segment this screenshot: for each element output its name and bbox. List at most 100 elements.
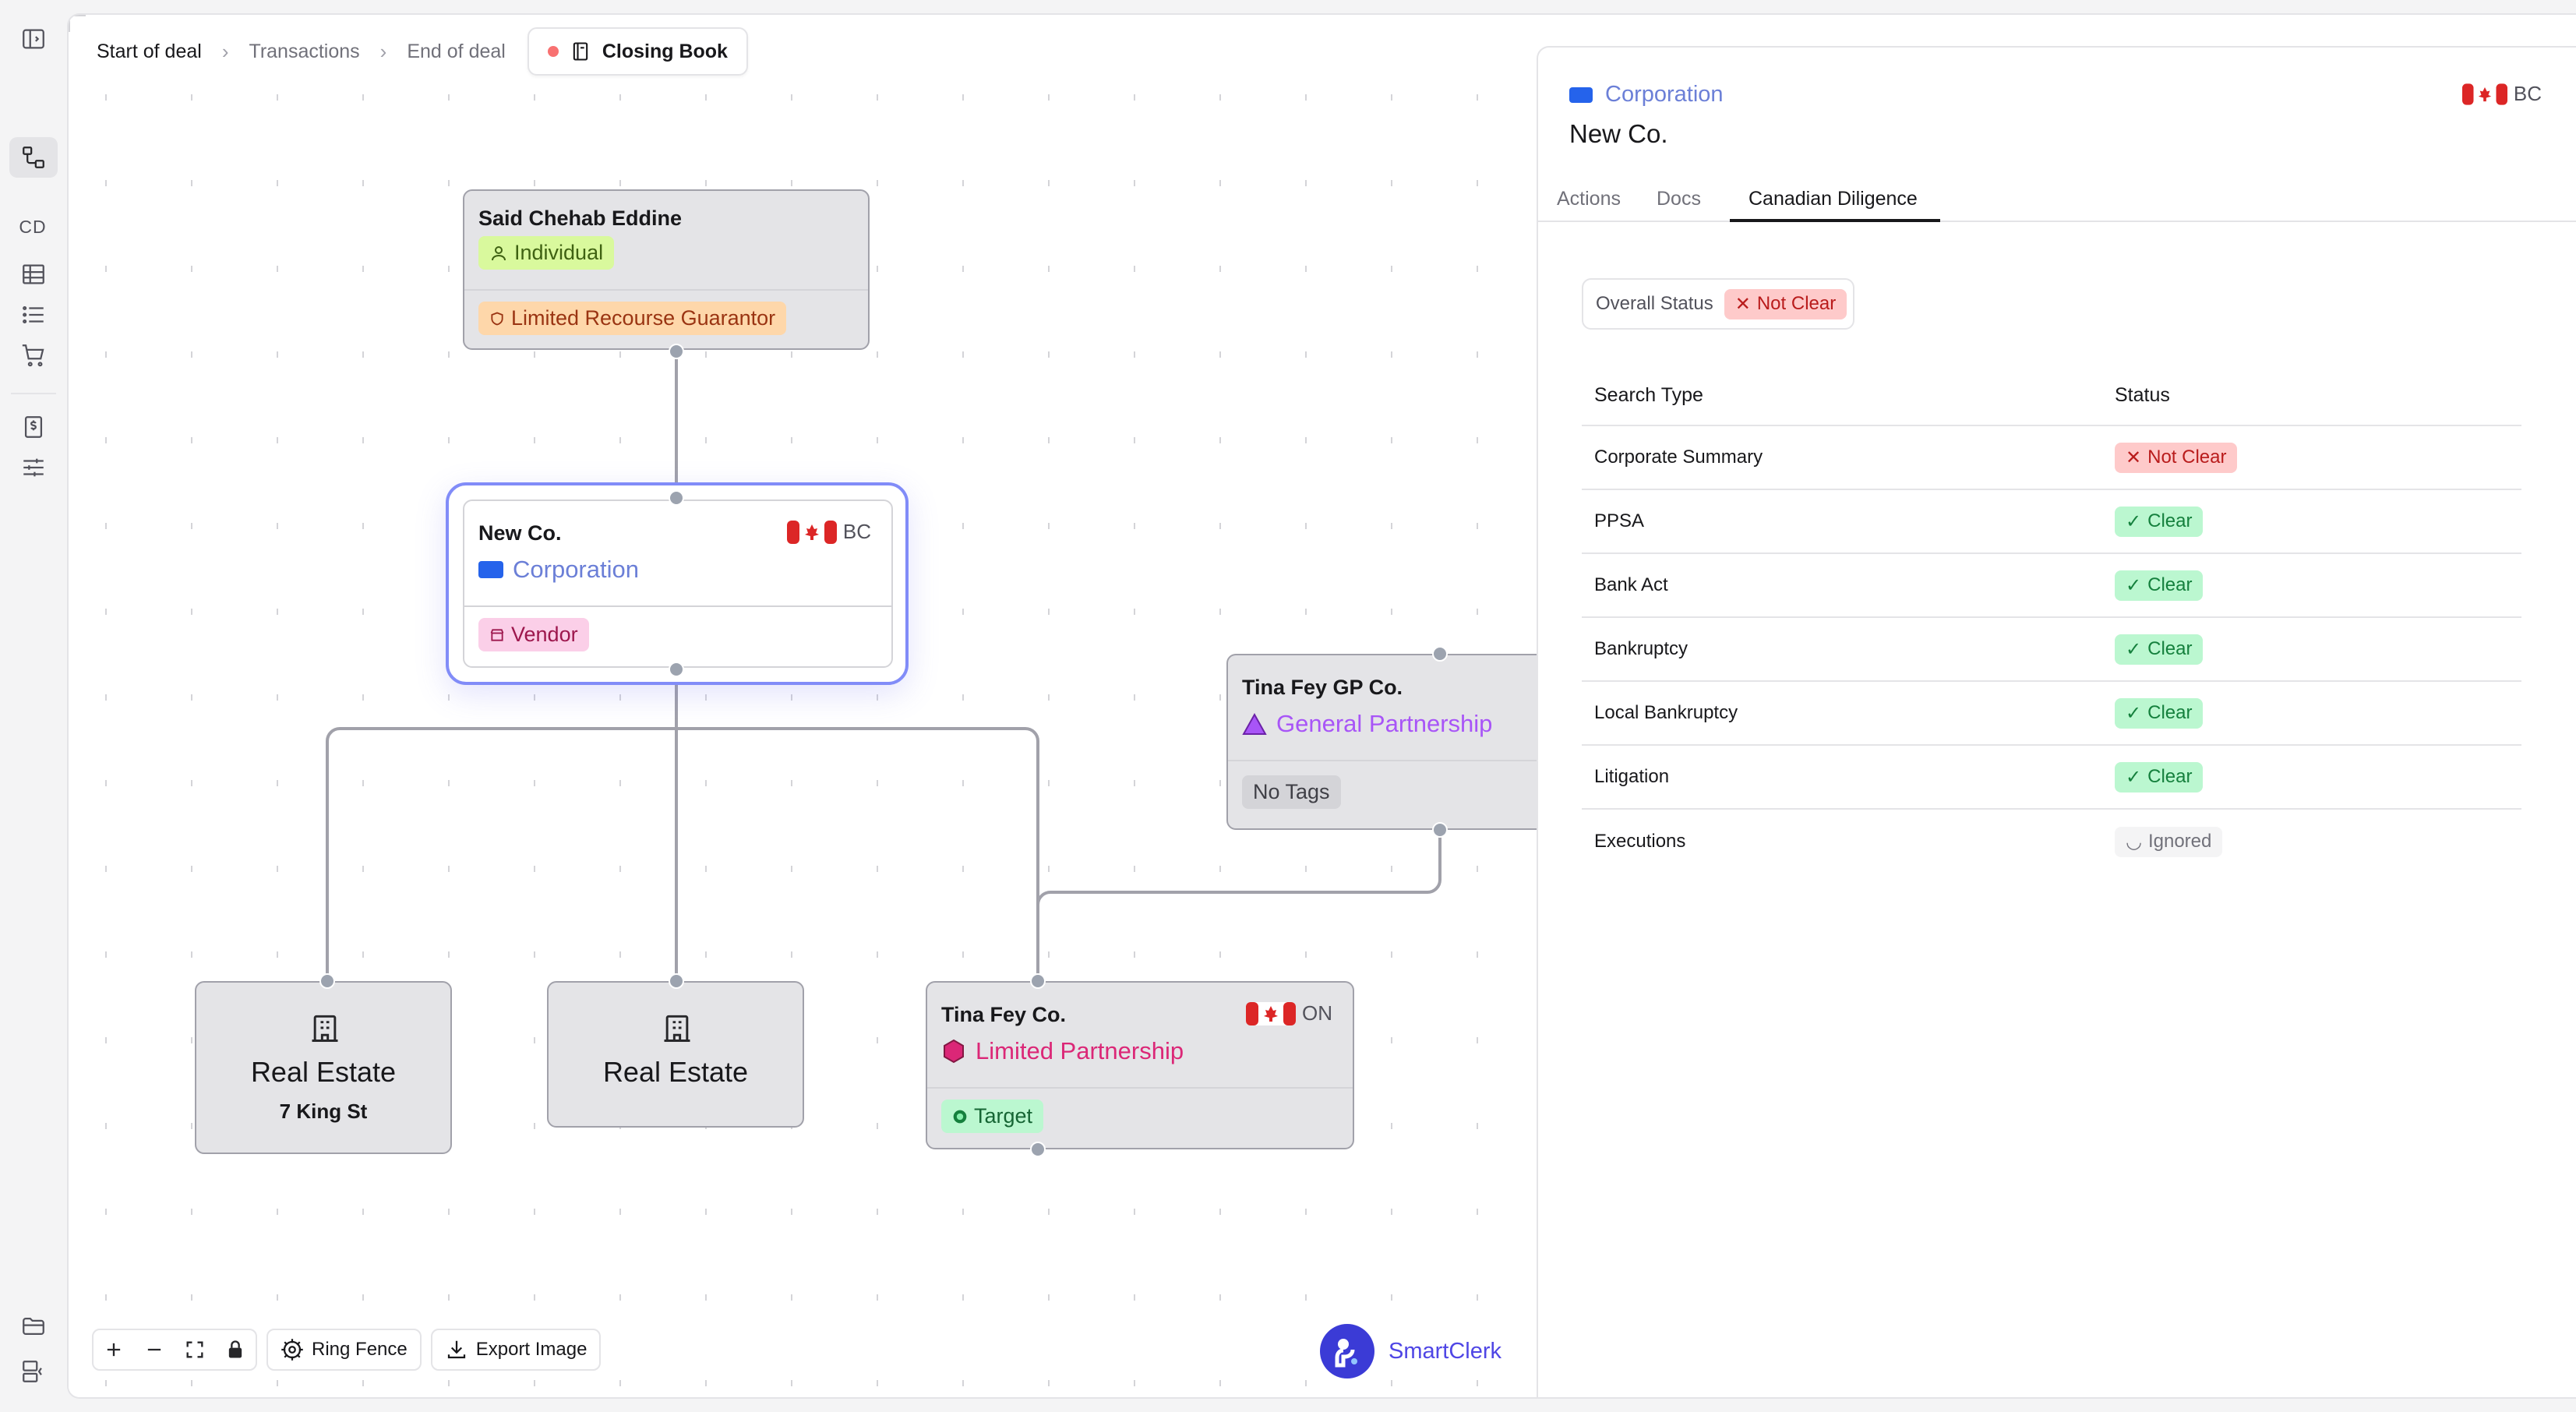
canada-flag-icon (786, 520, 837, 544)
table-row[interactable]: Litigation ✓Clear (1582, 746, 2521, 810)
x-icon: ✕ (1734, 293, 1751, 315)
connector-handle[interactable] (1030, 973, 1046, 989)
entity-type-label: Corporation (1605, 82, 1724, 107)
tab-canadian-diligence[interactable]: Canadian Diligence (1749, 188, 1918, 210)
node-title: Real Estate (602, 1056, 749, 1088)
status-badge-label: Not Clear (2147, 447, 2227, 468)
list-icon[interactable] (9, 295, 58, 335)
connector-handle[interactable] (1432, 646, 1448, 662)
tag-chip-no-tags: No Tags (1242, 775, 1341, 809)
tag-chip-target: Target (941, 1100, 1044, 1133)
breadcrumb-item-end[interactable]: End of deal (407, 40, 506, 62)
status-badge: ✕Not Clear (2115, 442, 2238, 473)
tag-label: Limited Recourse Guarantor (511, 306, 776, 330)
zoom-out-icon[interactable] (134, 1330, 175, 1369)
status-cell: ◡Ignored (2115, 826, 2521, 857)
breadcrumb-item-start[interactable]: Start of deal (97, 40, 202, 62)
tag-label: No Tags (1253, 780, 1330, 803)
node-address: 7 King St (279, 1100, 368, 1123)
left-rail: CD (0, 0, 65, 1412)
brand: SmartClerk (1320, 1324, 1501, 1378)
status-cell: ✓Clear (2115, 761, 2521, 792)
province-code: BC (2513, 82, 2542, 105)
structure-canvas[interactable]: Start of deal › Transactions › End of de… (69, 15, 1554, 1397)
breadcrumb-item-transactions[interactable]: Transactions (249, 40, 360, 62)
node-real-estate-king-st[interactable]: Real Estate 7 King St (195, 981, 452, 1154)
node-new-co[interactable]: New Co. BC Corporation Vendor (463, 499, 893, 668)
table-row[interactable]: PPSA ✓Clear (1582, 490, 2521, 554)
layout-icon[interactable] (9, 1351, 58, 1392)
ring-fence-icon (281, 1339, 303, 1361)
status-badge-label: Clear (2147, 766, 2193, 787)
tab-docs[interactable]: Docs (1657, 188, 1701, 210)
tag-label: Target (974, 1104, 1033, 1128)
triangle-icon (1242, 712, 1267, 735)
table-icon[interactable] (9, 254, 58, 295)
status-badge-label: Clear (2147, 574, 2193, 595)
edge-lines (326, 351, 1442, 981)
tag-label: Vendor (511, 623, 578, 646)
tab-actions[interactable]: Actions (1557, 188, 1621, 210)
entity-detail-panel: Corporation New Co. BC Actions Docs Cana… (1537, 46, 2576, 1397)
node-real-estate[interactable]: Real Estate (547, 981, 804, 1128)
diligence-table: Search Type Status Corporate Summary✕Not… (1582, 365, 2521, 874)
status-badge: ✓Clear (2115, 506, 2204, 537)
check-icon: ✓ (2126, 766, 2142, 788)
search-type-cell: Corporate Summary (1594, 447, 1763, 468)
entity-type: Corporation (1569, 82, 1724, 108)
table-row[interactable]: Corporate Summary ✕Not Clear (1582, 426, 2521, 490)
node-title: Said Chehab Eddine (478, 207, 683, 230)
node-title: Tina Fey Co. (941, 1003, 1067, 1026)
province-flag: ON (1246, 1001, 1332, 1025)
ring-fence-button[interactable]: Ring Fence (266, 1329, 422, 1371)
hexagon-icon (944, 1039, 964, 1064)
tag-chip-guarantor: Limited Recourse Guarantor (478, 302, 787, 335)
search-type-cell: Litigation (1594, 766, 1670, 787)
invoice-icon[interactable] (9, 407, 58, 447)
fit-view-icon[interactable] (175, 1330, 215, 1369)
table-row[interactable]: Bank Act✓Clear (1582, 554, 2521, 618)
sidebar-toggle-icon[interactable] (9, 19, 58, 59)
panel-tabs: Actions Docs Canadian Diligence (1538, 178, 2576, 222)
structure-chart-icon[interactable] (9, 137, 58, 178)
connector-handle[interactable] (669, 662, 684, 677)
cart-icon[interactable] (9, 335, 58, 376)
type-chip-individual: Individual (478, 236, 615, 270)
connector-handle[interactable] (669, 490, 684, 506)
search-type-cell: PPSA (1594, 510, 1645, 531)
connector-handle[interactable] (669, 344, 684, 359)
node-title: Real Estate (250, 1056, 397, 1088)
search-type-cell: Bank Act (1594, 574, 1668, 595)
sliders-icon[interactable] (9, 447, 58, 488)
overall-status-label: Overall Status (1596, 293, 1713, 314)
type-label: Limited Partnership (976, 1037, 1184, 1064)
breadcrumb-current[interactable]: Closing Book (527, 27, 748, 76)
main-card: Start of deal › Transactions › End of de… (67, 13, 2576, 1399)
connector-handle[interactable] (669, 973, 684, 989)
zoom-controls (92, 1329, 257, 1371)
zoom-in-icon[interactable] (94, 1330, 134, 1369)
connector-handle[interactable] (319, 973, 335, 989)
folder-icon[interactable] (9, 1306, 58, 1347)
status-badge-label: Clear (2147, 638, 2193, 659)
corporation-icon (1569, 86, 1593, 103)
status-badge-label: Not Clear (1756, 293, 1837, 314)
status-badge: ✓Clear (2115, 634, 2204, 665)
connector-handle[interactable] (1030, 1142, 1046, 1157)
connector-handle[interactable] (1432, 822, 1448, 838)
node-tina-fey-gp-co[interactable]: Tina Fey GP Co. General Partnership No T… (1226, 654, 1554, 830)
status-cell: ✕Not Clear (2115, 442, 2521, 473)
table-row[interactable]: Executions◡Ignored (1582, 810, 2521, 874)
entity-name: New Co. (1569, 119, 1668, 148)
rail-section-label: CD (19, 217, 47, 237)
breadcrumb: Start of deal › Transactions › End of de… (83, 27, 748, 76)
status-badge: ◡Ignored (2115, 826, 2223, 857)
status-badge-label: Ignored (2147, 831, 2212, 852)
lock-icon[interactable] (215, 1330, 256, 1369)
node-said-chehab-eddine[interactable]: Said Chehab Eddine Individual Limited Re… (463, 189, 870, 350)
node-tina-fey-co[interactable]: Tina Fey Co. ON Limited Partnership Targ… (926, 981, 1354, 1149)
export-image-button[interactable]: Export Image (430, 1329, 602, 1371)
table-row[interactable]: Bankruptcy✓Clear (1582, 618, 2521, 682)
table-row[interactable]: Local Bankruptcy✓Clear (1582, 682, 2521, 746)
column-header-search-type: Search Type (1594, 383, 1703, 406)
